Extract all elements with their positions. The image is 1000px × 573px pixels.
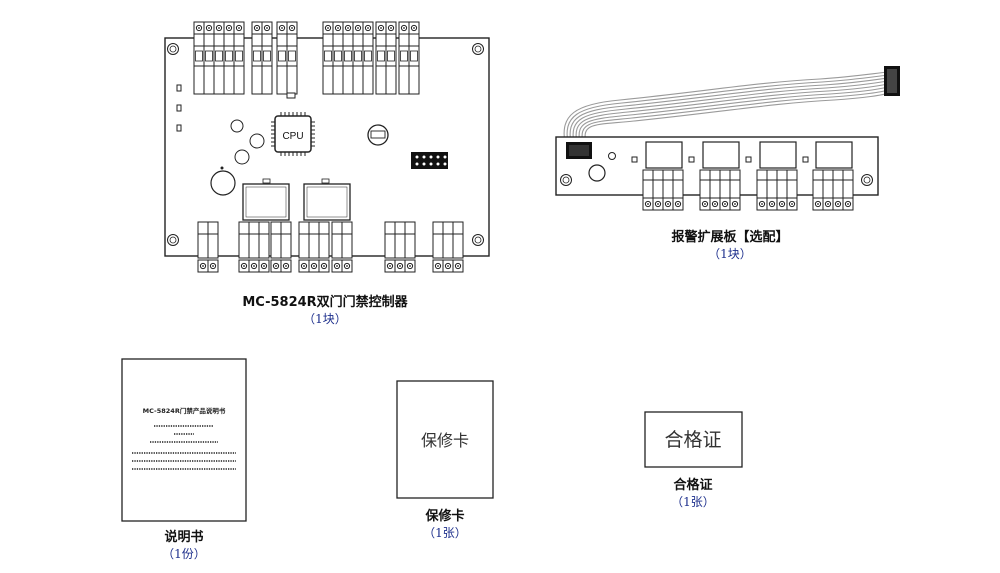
led [608,152,616,160]
relay [815,141,853,169]
buzzer [588,164,606,182]
certificate-caption: 合格证 （1张） [643,474,743,510]
warranty-title: 保修卡 [425,509,465,524]
expansion-title: 报警扩展板【选配】 [671,230,789,245]
mounting-hole [472,43,484,55]
bottom-terminal-blocks [197,221,464,273]
certificate-qty: （1张） [671,495,715,509]
smd-component [286,92,296,99]
manual-booklet: MC-5824R门禁产品说明书 [121,358,247,522]
relay [242,178,290,221]
manual-cover-title: MC-5824R门禁产品说明书 [143,406,226,415]
mounting-hole [167,43,179,55]
board-title: MC-5824R双门门禁控制器 [242,295,408,310]
capacitor [230,119,244,133]
led [176,124,182,132]
warranty-qty: （1张） [423,526,467,540]
coin-battery [367,124,389,146]
relay [303,178,351,221]
board-caption: MC-5824R双门门禁控制器 （1块） [225,291,425,327]
warranty-card-text: 保修卡 [421,431,469,450]
manual-title: 说明书 [164,530,204,545]
certificate-card: 合格证 [644,411,743,468]
mounting-hole [861,174,873,186]
certificate-title: 合格证 [673,478,713,493]
certificate-card-text: 合格证 [664,429,721,451]
ribbon-cable [563,71,889,144]
capacitor [249,133,265,149]
controller-board: CPU [164,21,490,273]
warranty-card: 保修卡 [396,380,494,499]
expansion-caption: 报警扩展板【选配】 （1块） [640,226,820,262]
warranty-caption: 保修卡 （1张） [395,505,495,541]
board-qty: （1块） [303,312,347,326]
capacitor [234,149,250,165]
mounting-hole [560,174,572,186]
expansion-qty: （1块） [708,247,752,261]
manual-qty: （1份） [162,547,206,561]
cpu-label: CPU [282,131,303,142]
top-terminal-blocks [193,21,420,95]
alarm-expansion-board [555,66,900,211]
expansion-terminals [642,169,854,211]
mounting-hole [167,234,179,246]
led [176,84,182,92]
manual-caption: 说明书 （1份） [134,526,234,562]
cpu-chip: CPU [271,112,315,156]
relay [645,141,683,169]
mounting-hole [472,234,484,246]
pin-header [411,152,448,169]
buzzer [210,170,236,196]
relay [702,141,740,169]
led [176,104,182,112]
relay [759,141,797,169]
